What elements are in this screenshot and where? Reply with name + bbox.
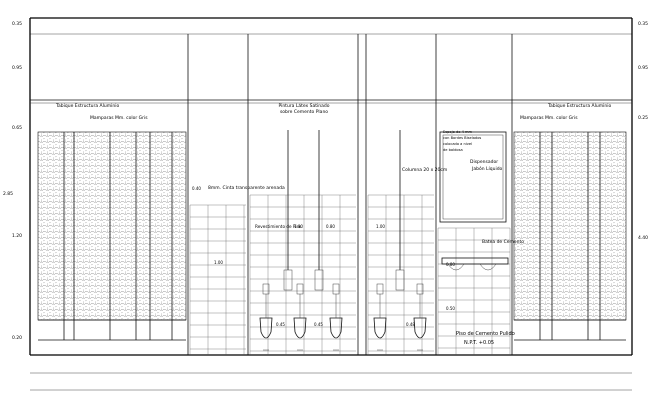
dim-inner-6: 1.00 — [376, 224, 385, 229]
label-fixed-frame-left: Tabique Estructura Aluminio — [56, 104, 120, 109]
dim-left-1: 0.95 — [12, 66, 23, 71]
label-pipe-note: Revestimiento de Piso — [255, 224, 302, 229]
fixtures — [259, 283, 427, 351]
dim-right-2: 0.25 — [638, 116, 649, 121]
label-duct: Columna 20 x 20cm — [402, 168, 448, 173]
label-window-plaque-1: Espejo de 4 mm — [443, 130, 473, 134]
dim-right-3: 4.40 — [638, 236, 649, 241]
dim-inner-7: 0.48 — [406, 322, 415, 327]
dim-right-1: 0.95 — [638, 66, 649, 71]
columns — [187, 34, 513, 355]
tile-wall — [189, 194, 511, 355]
dim-left-3: 2.85 — [3, 192, 14, 197]
label-bamboo-left: Mamparas Mm. color Gris — [90, 116, 148, 121]
label-window-plaque-2: con Bordes Biselados — [443, 136, 482, 140]
dim-inner-9: 0.50 — [446, 306, 455, 311]
dim-left-5: 0.20 — [12, 336, 23, 341]
label-tile-band: 8mm. Cinta transparente arenada — [208, 186, 285, 191]
label-fixed-frame-right: Tabique Estructura Aluminio — [548, 104, 612, 109]
dim-inner-5: 0.45 — [314, 322, 323, 327]
dim-left-2: 0.65 — [12, 126, 23, 131]
label-cement-wall: Pintura Látex Satinado sobre Cemento Pla… — [278, 104, 330, 115]
right-partition — [513, 131, 627, 341]
dim-inner-4: 0.80 — [326, 224, 335, 229]
dim-inner-8: 0.80 — [446, 262, 455, 267]
mirror — [439, 131, 507, 223]
label-floor-level: N.P.T. +0.05 — [464, 340, 495, 346]
dim-left-0: 0.35 — [12, 22, 23, 27]
label-window-plaque-4: de baldosa — [443, 148, 463, 152]
outer-frame — [29, 17, 633, 391]
pipes — [283, 130, 405, 291]
dim-inner-0: 0.40 — [192, 186, 201, 191]
dim-inner-3: 0.45 — [276, 322, 285, 327]
dim-left-4: 1.20 — [12, 234, 23, 239]
label-bamboo-right: Mamparas Mm. color Gris — [520, 116, 578, 121]
dim-inner-2: 1.90 — [294, 224, 303, 229]
left-partition — [37, 131, 187, 341]
label-dispenser-1: Dispensador — [470, 160, 499, 165]
label-dispenser-2: Jabón Líquido — [472, 167, 503, 172]
dim-inner-1: 1.00 — [214, 260, 223, 265]
label-window-plaque-3: colocado a nivel — [443, 142, 473, 146]
basin — [441, 257, 509, 271]
label-basin-note: Batea de Cemento — [482, 240, 525, 245]
label-floor-title: Piso de Cemento Pulido — [456, 331, 515, 337]
dim-right-0: 0.35 — [638, 22, 649, 27]
